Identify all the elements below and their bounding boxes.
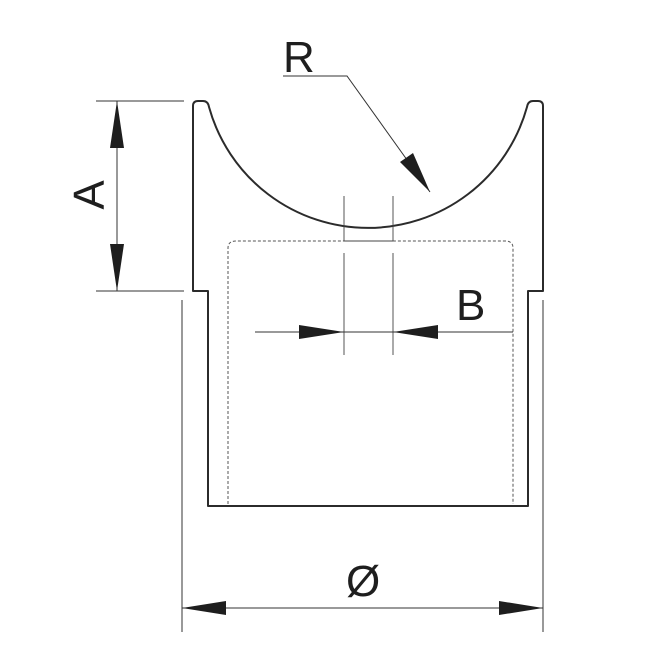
label-slot-width: B	[456, 281, 485, 330]
radius-leader-line	[283, 75, 431, 193]
dimension-a-arrow-top	[110, 101, 124, 148]
label-diameter: Ø	[346, 557, 380, 606]
part-outline	[192, 100, 544, 507]
label-radius: R	[283, 33, 315, 82]
dimension-a-arrow-bottom	[110, 244, 124, 291]
slot-extension-lines	[343, 253, 394, 355]
diameter-arrow-left	[182, 601, 226, 615]
diameter-arrow-right	[499, 601, 543, 615]
label-height: A	[65, 180, 114, 210]
dimension-b-arrow-right	[393, 325, 438, 339]
center-slot	[343, 196, 394, 242]
dimension-b-arrow-left	[299, 325, 344, 339]
radius-leader-arrow	[400, 153, 430, 192]
